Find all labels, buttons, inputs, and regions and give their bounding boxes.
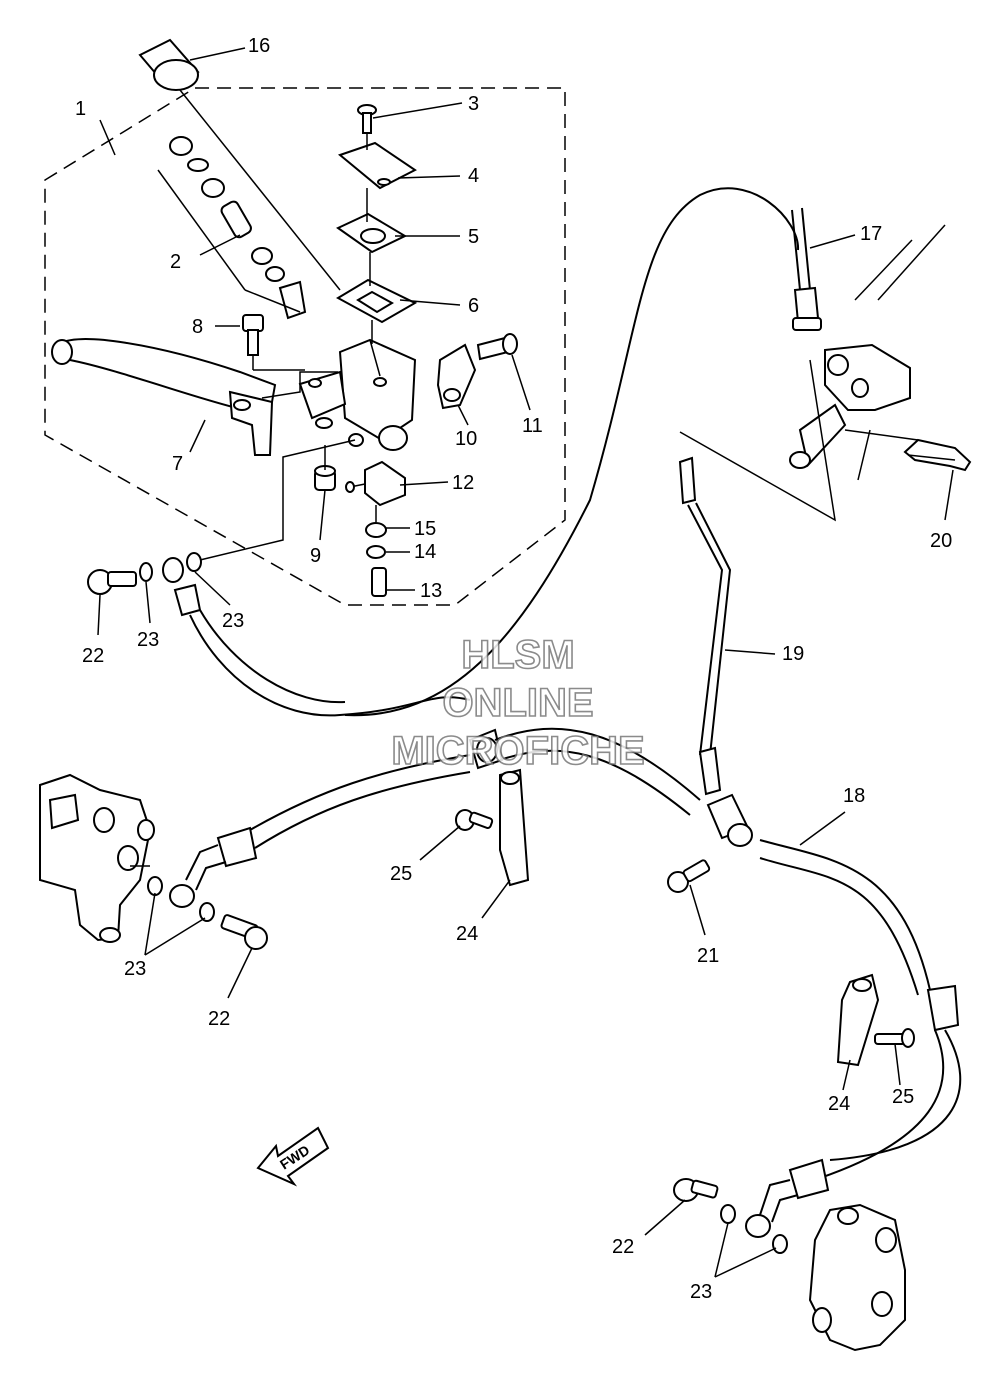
- callout-8: 8: [192, 316, 203, 338]
- watermark-line-1: HLSM: [461, 633, 574, 677]
- left-washer: [147, 876, 163, 896]
- brake-lever: [51, 338, 338, 456]
- callout-4: 4: [468, 165, 479, 187]
- left-brake-caliper: [39, 773, 155, 943]
- reservoir-cap: [337, 141, 417, 190]
- callout-19: 19: [782, 643, 804, 665]
- callout-14: 14: [414, 541, 436, 563]
- brake-switch: [345, 460, 406, 507]
- clamp-bolt: [874, 1028, 915, 1048]
- leader-bracket: [679, 359, 836, 522]
- pivot-nut: [314, 445, 336, 491]
- callout-5: 5: [468, 226, 479, 248]
- assembly-boundary: [44, 87, 566, 606]
- callout-23: 23: [137, 629, 159, 651]
- callout-18: 18: [843, 785, 865, 807]
- callout-2: 2: [170, 251, 181, 273]
- screw-part: [357, 104, 377, 134]
- callout-22: 22: [82, 645, 104, 667]
- holder-bolt: [476, 333, 518, 361]
- callout-13: 13: [420, 580, 442, 602]
- watermark-line-2: ONLINE: [442, 681, 593, 725]
- master-cylinder-group: [298, 104, 418, 451]
- callout-23: 23: [222, 610, 244, 632]
- callout-17: 17: [860, 223, 882, 245]
- switch-screw: [371, 567, 387, 597]
- callout-23: 23: [690, 1281, 712, 1303]
- right-washer: [772, 1234, 788, 1254]
- callout-23: 23: [124, 958, 146, 980]
- watermark: HLSM ONLINE MICROFICHE: [391, 632, 646, 774]
- hose-joint: [468, 727, 753, 847]
- callout-24: 24: [828, 1093, 850, 1115]
- brake-hose-union: [791, 207, 822, 331]
- callout-25: 25: [892, 1086, 914, 1108]
- callout-1: 1: [75, 98, 86, 120]
- grip-part: [138, 38, 341, 291]
- switch-washer: [366, 545, 386, 559]
- callout-22: 22: [612, 1236, 634, 1258]
- retaining-clip: [903, 438, 972, 472]
- main-brake-hose: [173, 187, 800, 717]
- fork-bracket: [789, 224, 946, 481]
- callout-3: 3: [468, 93, 479, 115]
- callout-15: 15: [414, 518, 436, 540]
- callout-24: 24: [456, 923, 478, 945]
- left-banjo-bolt: [220, 914, 268, 950]
- fwd-arrow-icon: FWD: [256, 1126, 330, 1187]
- watermark-line-3: MICROFICHE: [391, 729, 644, 773]
- pivot-bolt: [242, 314, 305, 371]
- right-banjo-bolt: [673, 1178, 719, 1202]
- callout-10: 10: [455, 428, 477, 450]
- upper-washer: [139, 562, 153, 582]
- callout-20: 20: [930, 530, 952, 552]
- switch-spacer: [365, 522, 387, 538]
- master-cylinder-body: [338, 338, 417, 442]
- upper-washer: [186, 552, 202, 572]
- callout-16: 16: [248, 35, 270, 57]
- banjo-fitting: [162, 557, 184, 583]
- joint-bolt: [667, 859, 711, 893]
- callout-12: 12: [452, 472, 474, 494]
- handlebar-holder: [436, 343, 477, 410]
- callout-25: 25: [390, 863, 412, 885]
- piston-kit: [157, 136, 307, 320]
- brake-pipe: [678, 456, 732, 796]
- left-caliper-hose: [169, 754, 471, 908]
- callout-numbers: 16 1 3 4 5 6 2 8 7 9 10 11 12 15 14 13 1…: [75, 35, 952, 1303]
- upper-banjo-bolt: [87, 569, 137, 595]
- callout-22: 22: [208, 1008, 230, 1030]
- callout-7: 7: [172, 453, 183, 475]
- right-caliper-hose: [745, 839, 962, 1238]
- callout-6: 6: [468, 295, 479, 317]
- hose-clamp: [836, 973, 880, 1067]
- right-washer: [720, 1204, 736, 1224]
- right-brake-caliper: [808, 1203, 906, 1352]
- callout-21: 21: [697, 945, 719, 967]
- leader-lines: [97, 47, 954, 1278]
- callout-9: 9: [310, 545, 321, 567]
- clamp-bolt: [455, 809, 494, 831]
- callout-11: 11: [522, 415, 543, 437]
- hose-clamp: [499, 768, 530, 887]
- left-washer: [199, 902, 215, 922]
